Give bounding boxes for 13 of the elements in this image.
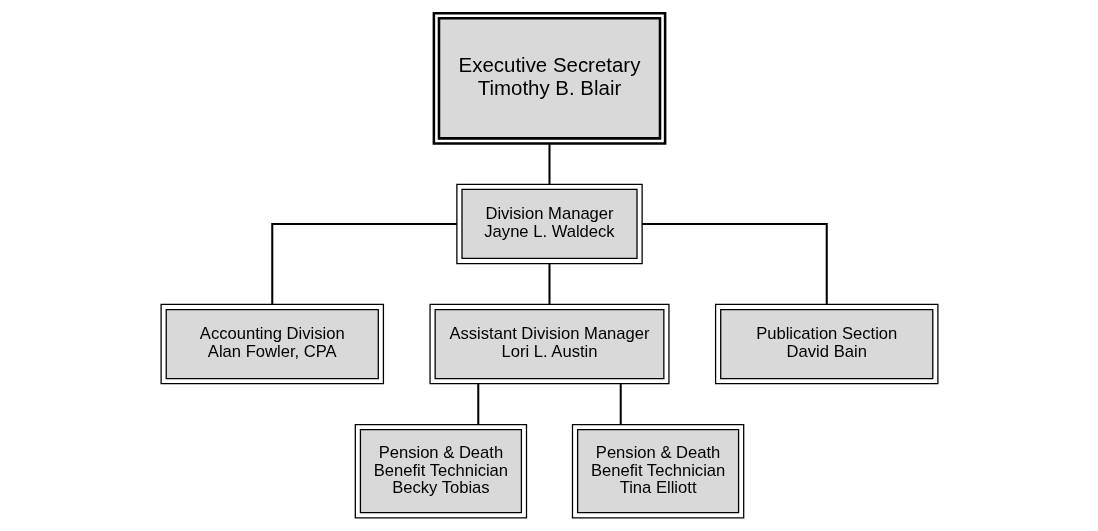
node-box: Division Manager Jayne L. Waldeck (455, 183, 643, 265)
node-box: Assistant Division Manager Lori L. Austin (428, 303, 670, 385)
connector (548, 263, 550, 305)
node-box: Pension & Death Benefit Technician Becky Tobias (354, 423, 527, 519)
connector (619, 383, 622, 425)
connector (548, 143, 550, 185)
connector (641, 222, 828, 305)
node-box: Publication Section David Bain (714, 303, 939, 385)
connector (270, 222, 457, 305)
node-box: Executive Secretary Timothy B. Blair (432, 11, 666, 145)
connector (476, 383, 479, 425)
node-box: Pension & Death Benefit Technician Tina Elliott (571, 423, 744, 519)
node-box: Accounting Division Alan Fowler, CPA (159, 303, 384, 385)
